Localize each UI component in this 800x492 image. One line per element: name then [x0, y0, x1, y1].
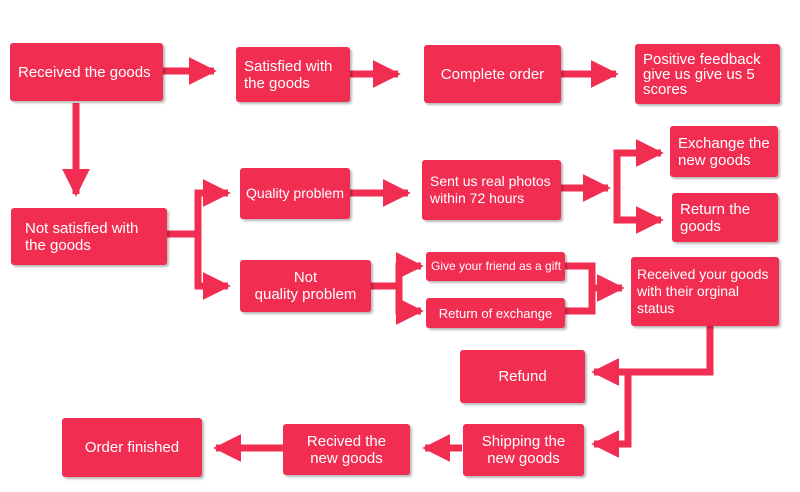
quality-problem-box: Quality problem	[240, 168, 350, 219]
return-exchange-box: Return of exchange	[426, 298, 565, 328]
real-photos-box: Sent us real photos within 72 hours	[422, 160, 561, 220]
arrow-merge-to-original	[565, 262, 596, 315]
gift-label: Give your friend as a gift	[431, 259, 562, 273]
positive-feedback-box: Positive feedback give us give us 5 scor…	[635, 44, 780, 104]
recived-new-goods-label: Recived the new goods	[306, 432, 387, 467]
order-finished-label: Order finished	[84, 439, 180, 456]
arrow-branch-not-quality	[194, 234, 231, 300]
not-satisfied-box: Not satisfied with the goods	[11, 208, 167, 265]
received-goods-box: Received the goods	[10, 43, 163, 101]
arrow-branch-return-exchange	[395, 286, 424, 325]
real-photos-label: Sent us real photos within 72 hours	[430, 173, 551, 206]
not-quality-problem-box: Not quality problem	[240, 260, 371, 312]
gift-box: Give your friend as a gift	[426, 252, 565, 281]
satisfied-box: Satisfied with the goods	[236, 47, 350, 102]
satisfied-label: Satisfied with the goods	[244, 57, 333, 92]
complete-order-box: Complete order	[424, 45, 561, 103]
arrow-branch-exchange	[613, 139, 664, 188]
original-status-label: Received your goods with their orginal s…	[637, 266, 769, 316]
not-satisfied-label: Not satisfied with the goods	[25, 219, 139, 254]
received-goods-label: Received the goods	[18, 63, 151, 81]
original-status-box: Received your goods with their orginal s…	[631, 257, 779, 326]
return-goods-label: Return the goods	[680, 200, 751, 235]
return-exchange-label: Return of exchange	[438, 305, 553, 321]
exchange-goods-box: Exchange the new goods	[670, 126, 778, 177]
recived-new-goods-box: Recived the new goods	[283, 424, 410, 475]
shipping-new-goods-label: Shipping the new goods	[481, 433, 566, 467]
arrow-original-to-refund	[591, 326, 714, 458]
arrow-branch-quality	[167, 179, 231, 238]
positive-feedback-label: Positive feedback give us give us 5 scor…	[643, 50, 761, 98]
quality-problem-label: Quality problem	[245, 185, 345, 201]
arrow-branch-return	[613, 188, 664, 234]
complete-order-label: Complete order	[440, 65, 545, 83]
return-goods-box: Return the goods	[672, 193, 778, 242]
shipping-new-goods-box: Shipping the new goods	[463, 424, 584, 476]
exchange-goods-label: Exchange the new goods	[678, 134, 770, 169]
order-finished-box: Order finished	[62, 418, 202, 477]
arrow-branch-gift	[371, 252, 424, 290]
refund-box: Refund	[460, 350, 585, 403]
refund-label: Refund	[498, 368, 547, 385]
not-quality-problem-label: Not quality problem	[254, 269, 357, 303]
